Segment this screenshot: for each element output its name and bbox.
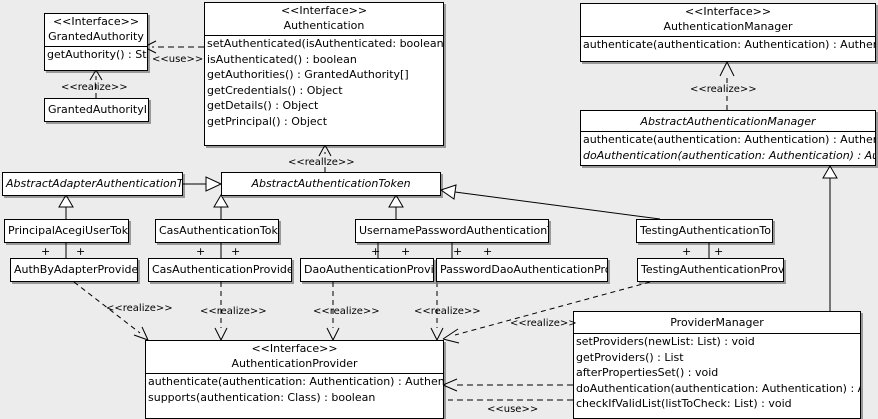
association-marker-plus: + [196,245,206,258]
association-marker-plus: + [371,245,381,258]
class-name: TestingAuthenticationToken [640,224,772,237]
operations-compartment: setAuthenticated(isAuthenticated: boolea… [205,35,443,130]
operation: getAuthorities() : GrantedAuthority[] [207,68,409,82]
stereotype-label: <<Interface>> [684,5,772,18]
operation: authenticate(authentication: Authenticat… [583,133,875,146]
association-marker-plus: + [401,245,411,258]
class-name: ProviderManager [670,316,764,329]
operation: getCredentials() : Object [207,83,343,97]
association-marker-plus: + [231,245,241,258]
association-marker-plus: + [453,245,463,258]
association-marker-plus: + [483,245,493,258]
class-dao-authentication-provider[interactable]: DaoAuthenticationProvider [300,258,434,282]
operation: afterPropertiesSet() : void [576,366,719,380]
class-name: CasAuthenticationToken [159,224,279,237]
class-name: DaoAuthenticationProvider [304,263,434,276]
class-granted-authority[interactable]: <<Interface>> GrantedAuthority getAuthor… [44,13,148,71]
class-name: UsernamePasswordAuthenticationToken [359,224,548,237]
class-password-dao-authentication-provider[interactable]: PasswordDaoAuthenticationProvider [436,258,608,282]
operation: doAuthentication(authentication: Authent… [583,148,875,162]
class-principal-acegi-user-token[interactable]: PrincipalAcegiUserToken [4,219,129,243]
operation: setProviders(newList: List) : void [576,335,755,348]
label-realize-dao: <<realize>> [313,306,380,317]
class-header: <<Interface>> Authentication [205,3,443,35]
operation: authenticate(authentication: Authenticat… [148,375,443,388]
class-testing-authentication-provider[interactable]: TestingAuthenticationProvider [637,258,784,282]
association-marker-plus: + [714,245,724,258]
class-authentication-manager[interactable]: <<Interface>> AuthenticationManager auth… [580,3,876,62]
stereotype-label: <<Interface>> [280,4,368,17]
class-name: PasswordDaoAuthenticationProvider [440,263,607,276]
operation: isAuthenticated() : boolean [207,52,357,66]
operations-compartment: authenticate(authentication: Authenticat… [581,36,875,53]
operation: getProviders() : List [576,350,684,364]
class-name: AuthenticationManager [663,20,793,33]
label-realize-cas: <<realize>> [200,306,267,317]
association-marker-plus: + [682,245,692,258]
class-name: CasAuthenticationProvider [152,263,292,276]
association-marker-plus: + [76,245,86,258]
class-name: AuthByAdapterProvider [14,263,138,276]
class-authentication[interactable]: <<Interface>> Authentication setAuthenti… [204,2,444,146]
class-granted-authority-impl[interactable]: GrantedAuthorityImpl [44,98,149,122]
operations-compartment: setProviders(newList: List) : void getPr… [574,333,860,412]
operations-compartment: authenticate(authentication: Authenticat… [581,131,875,163]
operation: checkIfValidList(listToCheck: List) : vo… [576,397,792,411]
class-header: ProviderManager [574,312,860,333]
label-realize-abstracttoken-authentication: <<realize>> [288,157,355,168]
label-use-authentication-grantedauthority: <<use>> [152,54,204,65]
class-name-text: AbstractAdapterAuthenticationToken [6,177,183,190]
class-name: Authentication [283,19,365,32]
operation: supports(authentication: Class) : boolea… [148,390,376,404]
operations-compartment: authenticate(authentication: Authenticat… [146,373,443,405]
label-use-providermanager: <<use>> [487,404,539,415]
class-name: GrantedAuthority [48,30,144,43]
class-header: AbstractAuthenticationManager [581,111,875,131]
class-name: AbstractAuthenticationManager [640,115,816,128]
label-realize-grantedauthorityimpl: <<realize>> [61,82,128,93]
class-testing-authentication-token[interactable]: TestingAuthenticationToken [636,219,773,243]
operation: getPrincipal() : Object [207,114,328,128]
class-cas-authentication-token[interactable]: CasAuthenticationToken [155,219,279,243]
operation: doAuthentication(authentication: Authent… [576,381,860,395]
label-realize-authmanager: <<realize>> [690,84,757,95]
operation: setAuthenticated(isAuthenticated: boolea… [207,37,444,50]
class-abstract-adapter-authentication-token[interactable]: AbstractAdapterAuthenticationToken [2,172,183,196]
class-cas-authentication-provider[interactable]: CasAuthenticationProvider [148,258,292,282]
class-provider-manager[interactable]: ProviderManager setProviders(newList: Li… [573,311,861,419]
class-name: AbstractAdapterAuthenticationToken [3,173,182,195]
class-name: GrantedAuthorityImpl [48,103,148,116]
class-name: AbstractAuthenticationToken [222,173,440,195]
class-name: AuthenticationProvider [231,357,358,370]
class-abstract-authentication-token[interactable]: AbstractAuthenticationToken [221,172,441,196]
class-header: <<Interface>> AuthenticationProvider [146,341,443,373]
label-realize-testing: <<realize>> [510,318,577,329]
operation: getAuthority() : String [47,48,147,61]
class-username-password-authentication-token[interactable]: UsernamePasswordAuthenticationToken [355,219,549,243]
class-authentication-provider[interactable]: <<Interface>> AuthenticationProvider aut… [145,340,444,419]
operation: getDetails() : Object [207,99,319,113]
class-name: TestingAuthenticationProvider [641,263,784,276]
label-realize-authbyadapter: <<realize>> [106,303,173,314]
class-abstract-authentication-manager[interactable]: AbstractAuthenticationManager authentica… [580,110,876,166]
association-marker-plus: + [41,245,51,258]
class-name-text: AbstractAuthenticationToken [251,177,411,190]
class-header: <<Interface>> AuthenticationManager [581,4,875,36]
class-auth-by-adapter-provider[interactable]: AuthByAdapterProvider [10,258,138,282]
operation: authenticate(authentication: Authenticat… [583,38,875,51]
class-header: <<Interface>> GrantedAuthority [45,14,147,46]
class-name: PrincipalAcegiUserToken [8,224,129,237]
stereotype-label: <<Interface>> [52,15,140,28]
operations-compartment: getAuthority() : String [45,46,147,63]
stereotype-label: <<Interface>> [251,342,338,355]
label-realize-passworddao: <<realize>> [414,306,481,317]
